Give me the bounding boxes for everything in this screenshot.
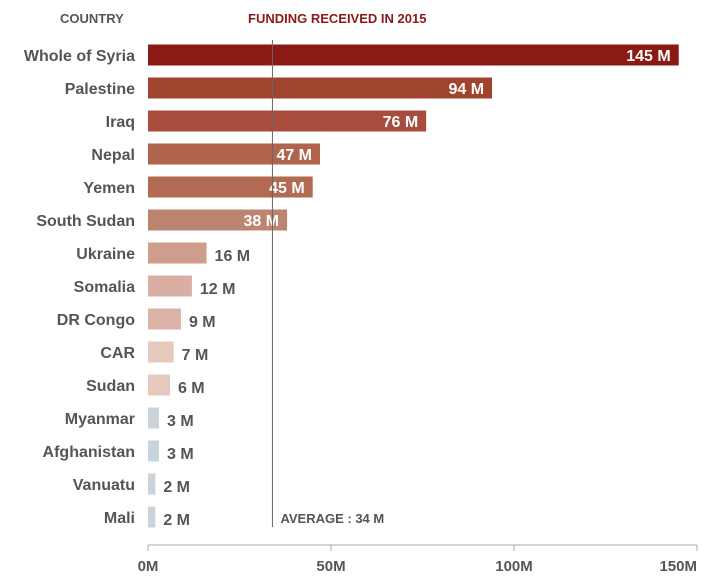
value-label: 7 M <box>182 347 209 364</box>
category-label: Mali <box>104 510 135 527</box>
category-label: Whole of Syria <box>24 48 135 65</box>
category-label: Ukraine <box>76 246 135 263</box>
category-label: Sudan <box>86 378 135 395</box>
category-label: Palestine <box>65 81 135 98</box>
category-label: Iraq <box>106 114 135 131</box>
category-label: CAR <box>100 345 135 362</box>
value-label: 76 M <box>383 114 419 131</box>
bar <box>148 44 679 66</box>
bar <box>148 341 174 363</box>
value-label: 45 M <box>269 180 305 197</box>
value-label: 9 M <box>189 314 216 331</box>
country-column-header: COUNTRY <box>60 11 124 26</box>
category-label: Afghanistan <box>43 444 135 461</box>
value-label: 2 M <box>163 512 190 529</box>
value-label: 145 M <box>626 48 670 65</box>
bar <box>148 176 313 198</box>
bar <box>148 209 288 231</box>
bar <box>148 407 159 429</box>
bar <box>148 110 427 132</box>
category-label: Vanuatu <box>73 477 135 494</box>
bar <box>148 374 170 396</box>
x-tick-label: 0M <box>138 558 159 575</box>
category-label: Nepal <box>91 147 135 164</box>
bar <box>148 77 493 99</box>
value-label: 38 M <box>244 213 280 230</box>
bar <box>148 506 156 528</box>
average-label: AVERAGE : 34 M <box>280 511 384 526</box>
bar <box>148 473 156 495</box>
bar <box>148 275 192 297</box>
bar <box>148 308 181 330</box>
value-label: 47 M <box>276 147 312 164</box>
value-label: 12 M <box>200 281 236 298</box>
bar <box>148 143 321 165</box>
category-label: Somalia <box>74 279 135 296</box>
x-tick-label: 50M <box>316 558 345 575</box>
value-label: 16 M <box>215 248 251 265</box>
category-label: South Sudan <box>36 213 135 230</box>
x-tick-label: 150M <box>659 558 697 575</box>
category-label: DR Congo <box>57 312 135 329</box>
value-label: 3 M <box>167 446 194 463</box>
bar <box>148 440 159 462</box>
category-label: Yemen <box>83 180 135 197</box>
bar <box>148 242 207 264</box>
x-tick-label: 100M <box>495 558 533 575</box>
value-label: 2 M <box>163 479 190 496</box>
chart-title: FUNDING RECEIVED IN 2015 <box>248 11 427 26</box>
value-label: 6 M <box>178 380 205 397</box>
value-label: 3 M <box>167 413 194 430</box>
category-label: Myanmar <box>65 411 135 428</box>
value-label: 94 M <box>448 81 484 98</box>
